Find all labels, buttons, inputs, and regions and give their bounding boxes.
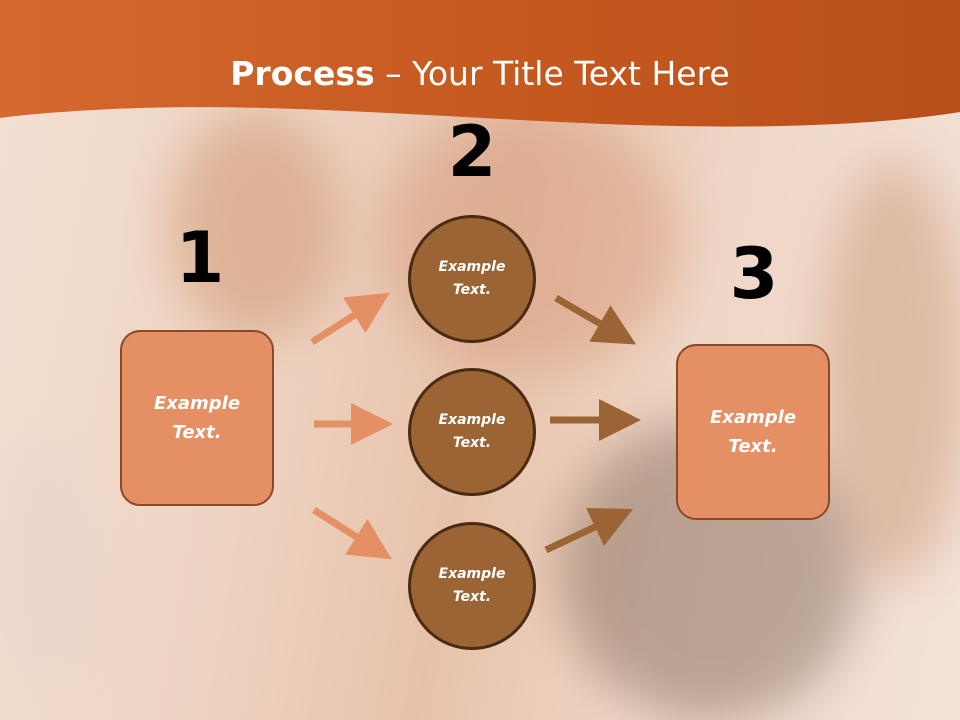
step-3-label: Example Text.	[709, 407, 797, 457]
blurred-figure	[820, 160, 960, 580]
title-rest: – Your Title Text Here	[374, 54, 730, 93]
step-2-circle-top: Example Text.	[408, 215, 536, 343]
step-number-3: 3	[729, 233, 779, 315]
step-3-box: Example Text.	[676, 344, 830, 520]
arrow-bottom-to-3	[544, 507, 634, 554]
circle-bottom-label: Example Text.	[438, 566, 506, 605]
circle-top-label: Example Text.	[438, 259, 506, 298]
circle-middle-label: Example Text.	[438, 412, 506, 451]
arrow-1-to-bottom	[312, 507, 392, 560]
step-1-label: Example Text.	[153, 393, 241, 443]
header-banner	[0, 0, 960, 127]
blurred-bottle	[0, 440, 90, 680]
title-bold: Process	[230, 54, 375, 93]
arrow-1-to-top	[310, 292, 390, 345]
blurred-figure	[170, 110, 340, 340]
step-number-1: 1	[175, 217, 225, 299]
step-1-box: Example Text.	[120, 330, 274, 506]
arrow-top-to-3	[554, 294, 637, 345]
step-number-2: 2	[447, 111, 497, 193]
step-2-circle-bottom: Example Text.	[408, 522, 536, 650]
step-2-circle-middle: Example Text.	[408, 368, 536, 496]
slide-title: Process – Your Title Text Here	[0, 52, 960, 96]
